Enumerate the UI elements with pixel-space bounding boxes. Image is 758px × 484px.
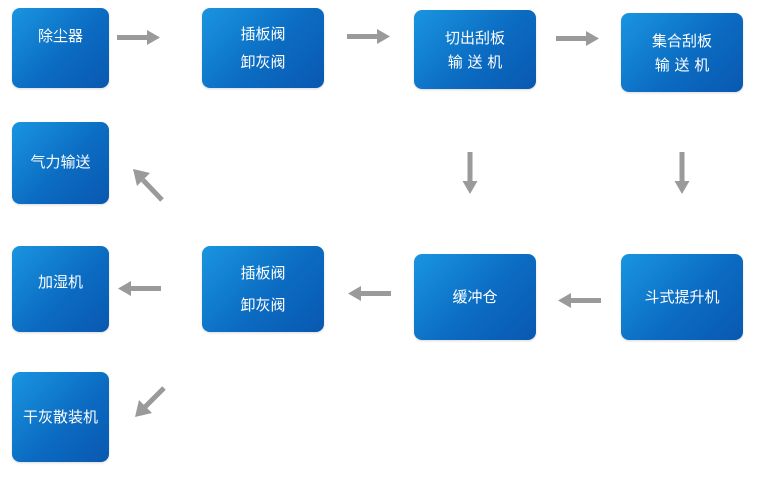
arrow-left-3 <box>118 281 161 296</box>
dust-collector-label: 除尘器 <box>37 27 83 45</box>
dry-ash-bulk-loader-box: 干灰散装机 <box>12 372 109 462</box>
gate-valve-2-label-line2: 卸灰阀 <box>240 296 286 314</box>
humidifier-label: 加湿机 <box>37 273 83 291</box>
humidifier-box: 加湿机 <box>12 246 109 332</box>
gate-valve-1-label-line2: 卸灰阀 <box>240 53 286 71</box>
gate-valve-box-1: 插板阀 卸灰阀 <box>202 8 324 88</box>
arrow-right-1 <box>117 30 160 45</box>
cutout-scraper-label-line1: 切出刮板 <box>444 28 505 47</box>
arrow-down-left-head <box>135 400 152 417</box>
bucket-elevator-box: 斗式提升机 <box>621 254 743 340</box>
arrow-right-2 <box>347 29 390 44</box>
arrow-left-1 <box>558 293 601 308</box>
cutout-scraper-label-line2: 输 送 机 <box>447 52 503 71</box>
bucket-elevator-label: 斗式提升机 <box>644 288 720 306</box>
arrow-down-1 <box>462 152 478 194</box>
pneumatic-conveying-box: 气力输送 <box>12 122 109 204</box>
dry-ash-bulk-loader-label: 干灰散装机 <box>22 408 98 426</box>
cutout-scraper-conveyor-box: 切出刮板 输 送 机 <box>414 10 536 89</box>
arrow-down-left-line <box>143 386 166 409</box>
collect-scraper-conveyor-box: 集合刮板 输 送 机 <box>621 13 743 92</box>
collect-scraper-label-line1: 集合刮板 <box>651 31 712 50</box>
arrow-right-3 <box>556 31 599 46</box>
gate-valve-box-2: 插板阀 卸灰阀 <box>202 246 324 332</box>
pneumatic-conveying-label: 气力输送 <box>30 153 91 171</box>
arrow-up-left-head <box>133 169 150 186</box>
arrow-up-left-line <box>141 178 164 202</box>
gate-valve-2-label-line1: 插板阀 <box>240 264 286 282</box>
buffer-bin-label: 缓冲仓 <box>452 288 498 306</box>
arrow-down-2 <box>674 152 690 194</box>
buffer-bin-box: 缓冲仓 <box>414 254 536 340</box>
gate-valve-1-label-line1: 插板阀 <box>240 25 286 43</box>
dust-collector-box: 除尘器 <box>12 8 109 88</box>
collect-scraper-label-line2: 输 送 机 <box>654 55 710 74</box>
arrow-left-2 <box>348 286 391 301</box>
